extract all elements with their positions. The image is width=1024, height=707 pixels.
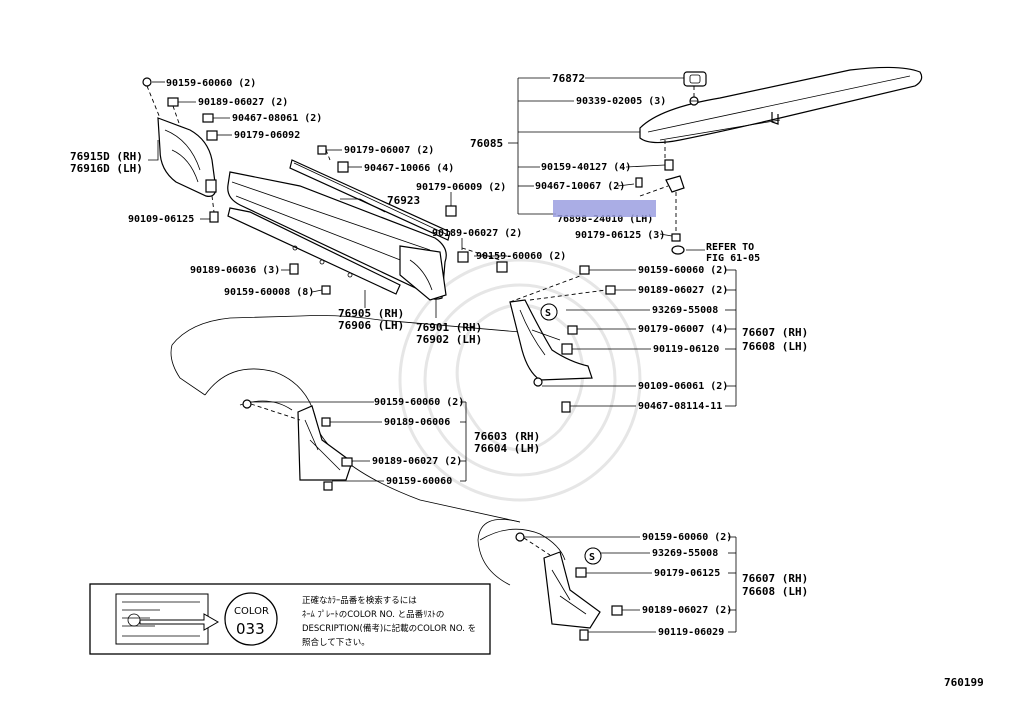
part-label: 76603 (RH) bbox=[474, 430, 540, 443]
part-label: 90467-08061 (2) bbox=[232, 113, 322, 124]
part-label: 76923 bbox=[387, 194, 420, 207]
part-label: 93269-55008 bbox=[652, 548, 718, 559]
part-label: 90159-60060 bbox=[386, 476, 452, 487]
part-label: 90189-06027 (2) bbox=[372, 456, 462, 467]
part-label: 76607 (RH) bbox=[742, 326, 808, 339]
part-label: 76901 (RH) bbox=[416, 321, 482, 334]
side-skirt-76901 bbox=[227, 171, 447, 301]
color-title: COLOR bbox=[234, 606, 269, 617]
diagram-id: 760199 bbox=[944, 676, 984, 689]
part-label: 76906 (LH) bbox=[338, 319, 404, 332]
part-label: 90109-06061 (2) bbox=[638, 381, 728, 392]
part-label: 76915D (RH) bbox=[70, 150, 143, 163]
svg-text:S: S bbox=[545, 308, 551, 319]
part-label: 93269-55008 bbox=[652, 305, 718, 316]
part-label: 90467-10066 (4) bbox=[364, 163, 454, 174]
center-fasteners bbox=[445, 205, 508, 273]
part-label: 90467-10067 (2) bbox=[535, 181, 625, 192]
part-label: 76916D (LH) bbox=[70, 162, 143, 175]
part-label: 90179-06009 (2) bbox=[416, 182, 506, 193]
part-label: 90179-06092 bbox=[234, 130, 300, 141]
part-label: 90189-06027 (2) bbox=[642, 605, 732, 616]
part-label: 90339-02005 (3) bbox=[576, 96, 666, 107]
highlight-box bbox=[553, 200, 656, 217]
side-skirt-end-cap-76915D bbox=[142, 77, 219, 223]
part-label: 90179-06125 bbox=[654, 568, 720, 579]
part-label: 90159-60060 (2) bbox=[642, 532, 732, 543]
svg-text:S: S bbox=[589, 552, 595, 563]
part-label: 90159-60060 (2) bbox=[374, 397, 464, 408]
s-symbol-upper: S bbox=[540, 303, 558, 321]
lower-rail-76905 bbox=[227, 207, 401, 295]
part-label: 90179-06007 (2) bbox=[344, 145, 434, 156]
part-label: 76608 (LH) bbox=[742, 585, 808, 598]
note-line: DESCRIPTION(備考)に記載のCOLOR NO. を bbox=[302, 623, 476, 634]
part-label: 90179-06007 (4) bbox=[638, 324, 728, 335]
part-label: 90159-60060 (2) bbox=[476, 251, 566, 262]
part-label: 76898-24010 (LH) bbox=[557, 214, 653, 225]
car-body-outline bbox=[170, 315, 566, 586]
mudguard-76603 bbox=[242, 399, 353, 491]
molding-strip-76923 bbox=[289, 145, 451, 241]
part-label: 90109-06125 bbox=[128, 214, 194, 225]
color-note-box: COLOR 033 正確なｶﾗｰ品番を検索するには ﾈｰﾑ ﾌﾟﾚｰﾄのCOLO… bbox=[89, 583, 491, 655]
s-symbol-lower: S bbox=[584, 547, 602, 565]
part-label: 90159-40127 (4) bbox=[541, 162, 631, 173]
part-label: 76905 (RH) bbox=[338, 307, 404, 320]
rear-spoiler-76085 bbox=[635, 66, 923, 255]
part-label: 76085 bbox=[470, 137, 503, 150]
part-label: 90179-06125 (3) bbox=[575, 230, 665, 241]
part-label: 76604 (LH) bbox=[474, 442, 540, 455]
watermark-emblem bbox=[398, 258, 642, 502]
part-label: 90159-60060 (2) bbox=[166, 78, 256, 89]
note-line: 正確なｶﾗｰ品番を検索するには bbox=[302, 595, 417, 606]
part-label: 76608 (LH) bbox=[742, 340, 808, 353]
arrow-icon bbox=[139, 613, 220, 631]
part-label: 76607 (RH) bbox=[742, 572, 808, 585]
part-label: 90189-06027 (2) bbox=[198, 97, 288, 108]
part-label: 76902 (LH) bbox=[416, 333, 482, 346]
part-label: 90189-06036 (3) bbox=[190, 265, 280, 276]
part-label: 90189-06027 (2) bbox=[638, 285, 728, 296]
name-plate-icon bbox=[115, 593, 209, 645]
part-label: FIG 61-05 bbox=[706, 253, 760, 264]
color-circle bbox=[224, 592, 278, 646]
part-label: 90119-06120 bbox=[653, 344, 719, 355]
note-line: ﾈｰﾑ ﾌﾟﾚｰﾄのCOLOR NO. と品番ﾘｽﾄの bbox=[302, 609, 444, 620]
part-label: 90159-60008 (8) bbox=[224, 287, 314, 298]
part-label: REFER TO bbox=[706, 242, 754, 253]
part-label: 90159-60060 (2) bbox=[638, 265, 728, 276]
part-label: 90467-08114-11 bbox=[638, 401, 722, 412]
mudguard-76607-lower bbox=[515, 532, 623, 641]
color-code: 033 bbox=[236, 620, 265, 638]
part-label: 90189-06006 bbox=[384, 417, 450, 428]
part-label: 76872 bbox=[552, 72, 585, 85]
leader-lines bbox=[148, 77, 737, 633]
part-label: 90119-06029 bbox=[658, 627, 724, 638]
mudguard-76607-upper bbox=[509, 265, 616, 413]
note-line: 照合して下さい。 bbox=[302, 637, 370, 648]
part-label: 90189-06027 (2) bbox=[432, 228, 522, 239]
